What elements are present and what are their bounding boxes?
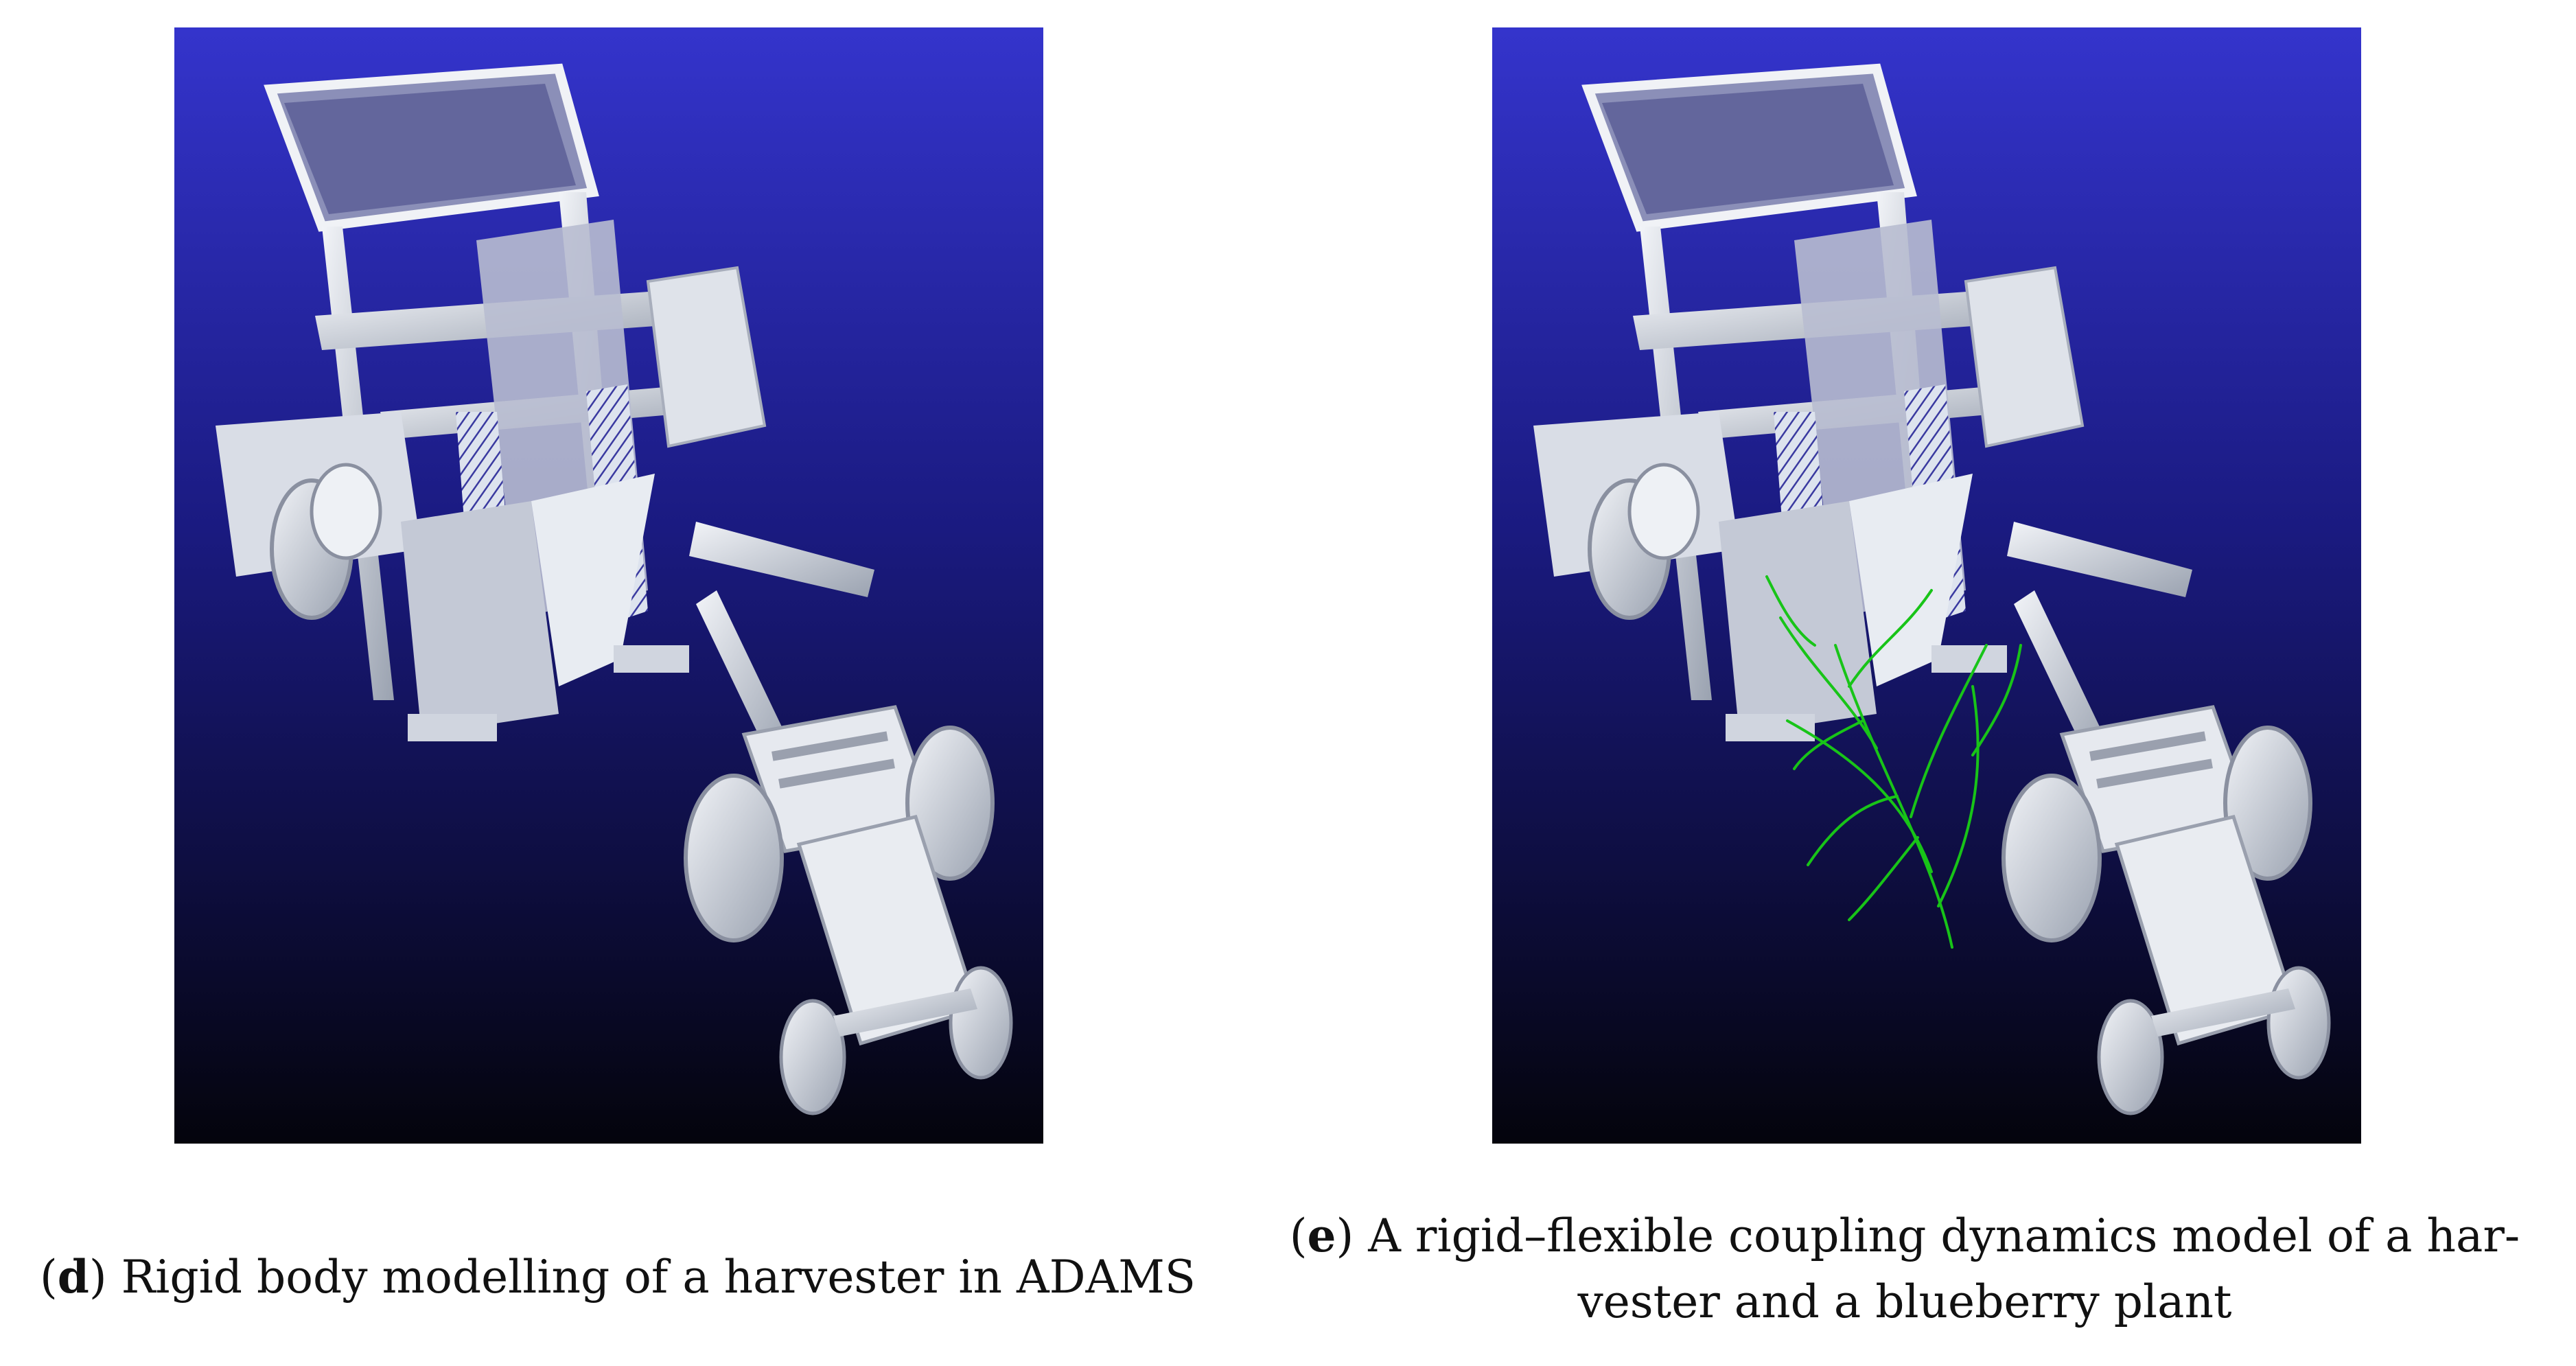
caption-e-text-1: A rigid–flexible coupling dynamics model… bbox=[1368, 1209, 2520, 1262]
harvester-rigid-model bbox=[174, 27, 1043, 1144]
caption-e-line-1: (e) A rigid–flexible coupling dynamics m… bbox=[1289, 1209, 2520, 1262]
caption-e-label: e bbox=[1307, 1209, 1336, 1262]
harvester-plant-coupling-model bbox=[1492, 27, 2361, 1144]
caption-d: (d) Rigid body modelling of a harvester … bbox=[39, 1250, 1196, 1304]
panel-d-image bbox=[174, 27, 1043, 1144]
caption-e: (e) A rigid–flexible coupling dynamics m… bbox=[1256, 1203, 2553, 1335]
panel-e-image bbox=[1492, 27, 2361, 1144]
blueberry-plant bbox=[1765, 575, 2022, 949]
caption-d-label: d bbox=[57, 1250, 89, 1304]
caption-e-line-2: vester and a blueberry plant bbox=[1577, 1275, 2232, 1328]
caption-d-text: Rigid body modelling of a harvester in A… bbox=[121, 1251, 1196, 1304]
